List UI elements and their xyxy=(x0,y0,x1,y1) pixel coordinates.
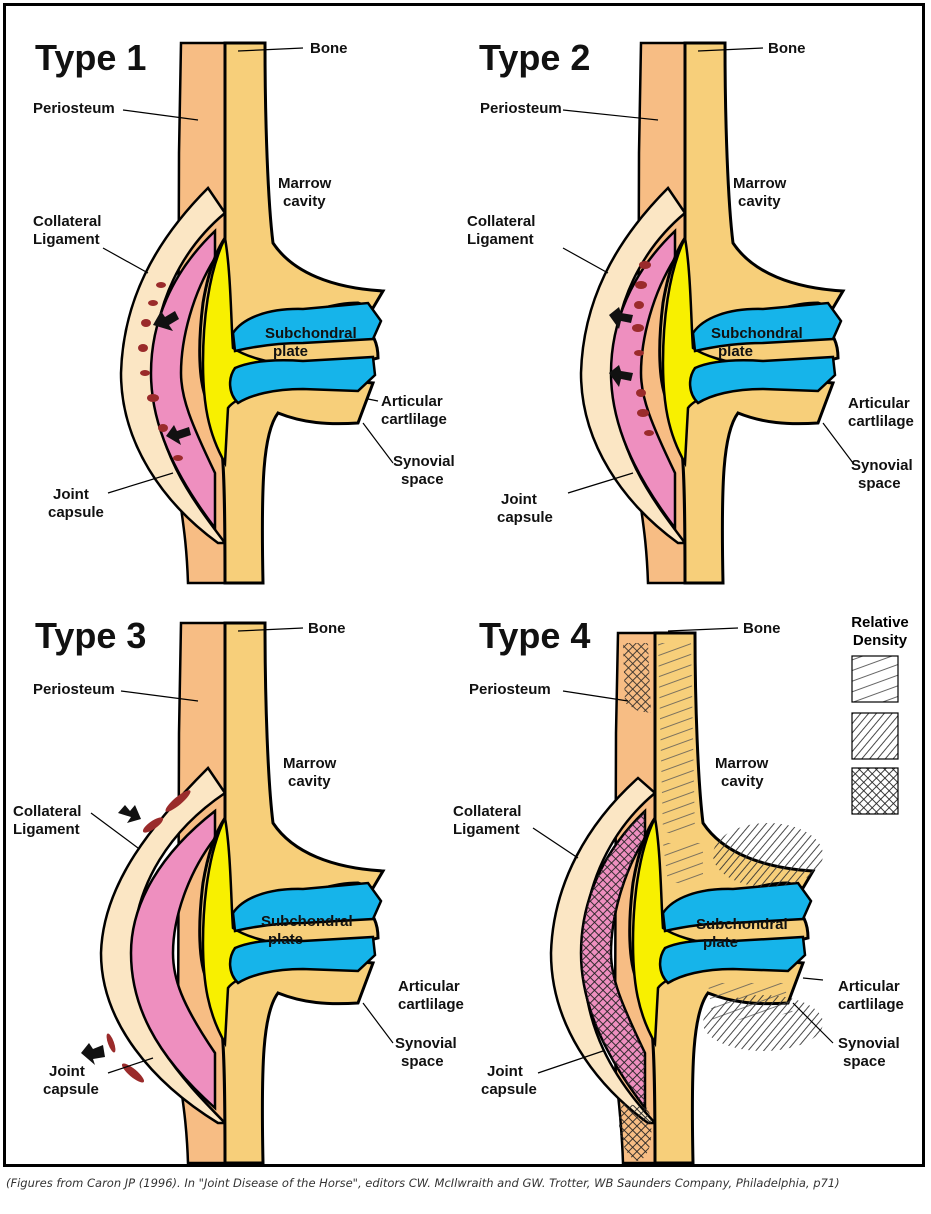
label-marrow-line1: Marrow xyxy=(278,175,331,193)
label-articular-line2: cartlilage xyxy=(848,413,914,431)
label-marrow-line2: cavity xyxy=(738,193,781,211)
label-synovial-line2: space xyxy=(401,1053,444,1071)
label-synovial-line1: Synovial xyxy=(393,453,455,471)
label-subchondral-line1: Subchondral xyxy=(265,325,357,343)
arrow-icon xyxy=(81,1043,105,1065)
legend-title-line1: Relative xyxy=(840,614,920,632)
label-articular-line2: cartlilage xyxy=(838,996,904,1014)
label-subchondral-line2: plate xyxy=(703,934,738,952)
label-periosteum: Periosteum xyxy=(469,681,551,699)
label-collateral-line2: Ligament xyxy=(467,231,534,249)
label-capsule-line2: capsule xyxy=(48,504,104,522)
label-articular-line1: Articular xyxy=(848,395,910,413)
label-capsule-line2: capsule xyxy=(497,509,553,527)
label-periosteum: Periosteum xyxy=(480,100,562,118)
label-bone: Bone xyxy=(768,40,806,58)
panel-title: Type 4 xyxy=(479,615,590,657)
label-marrow-line1: Marrow xyxy=(283,755,336,773)
label-subchondral-line2: plate xyxy=(268,931,303,949)
label-articular-line2: cartlilage xyxy=(381,411,447,429)
label-periosteum: Periosteum xyxy=(33,681,115,699)
legend-title-line2: Density xyxy=(840,632,920,650)
label-collateral-line1: Collateral xyxy=(13,803,81,821)
label-capsule-line2: capsule xyxy=(481,1081,537,1099)
label-capsule-line1: Joint xyxy=(49,1063,85,1081)
density-blob xyxy=(713,823,823,887)
label-synovial-line1: Synovial xyxy=(395,1035,457,1053)
label-synovial-line2: space xyxy=(843,1053,886,1071)
label-subchondral-line1: Subchondral xyxy=(261,913,353,931)
label-subchondral-line2: plate xyxy=(273,343,308,361)
label-collateral-line1: Collateral xyxy=(33,213,101,231)
label-articular-line1: Articular xyxy=(398,978,460,996)
high-density-swatch xyxy=(852,768,898,814)
label-bone: Bone xyxy=(308,620,346,638)
low-density-swatch xyxy=(852,656,898,702)
label-marrow-line2: cavity xyxy=(721,773,764,791)
label-collateral-line1: Collateral xyxy=(467,213,535,231)
panel-title: Type 2 xyxy=(479,37,590,79)
label-marrow-line2: cavity xyxy=(288,773,331,791)
label-synovial-line1: Synovial xyxy=(838,1035,900,1053)
arrow-icon xyxy=(118,805,141,823)
label-bone: Bone xyxy=(743,620,781,638)
label-capsule-line2: capsule xyxy=(43,1081,99,1099)
label-articular-line1: Articular xyxy=(838,978,900,996)
label-articular-line1: Articular xyxy=(381,393,443,411)
label-capsule-line1: Joint xyxy=(53,486,89,504)
density-legend xyxy=(851,655,901,815)
panel-type-1: Type 1 Bone Periosteum Marrow cavity Col… xyxy=(3,3,463,583)
label-marrow-line1: Marrow xyxy=(715,755,768,773)
figure-caption: (Figures from Caron JP (1996). In "Joint… xyxy=(6,1176,926,1190)
label-articular-line2: cartlilage xyxy=(398,996,464,1014)
label-synovial-line2: space xyxy=(858,475,901,493)
label-collateral-line2: Ligament xyxy=(33,231,100,249)
panel-title: Type 3 xyxy=(35,615,146,657)
panel-type-2: Type 2 Bone Periosteum Marrow cavity Col… xyxy=(463,3,923,583)
label-collateral-line2: Ligament xyxy=(453,821,520,839)
panel-title: Type 1 xyxy=(35,37,146,79)
label-subchondral-line1: Subchondral xyxy=(696,916,788,934)
panel-type-3: Type 3 Bone Periosteum Marrow cavity Col… xyxy=(3,583,463,1163)
label-collateral-line1: Collateral xyxy=(453,803,521,821)
label-marrow-line1: Marrow xyxy=(733,175,786,193)
label-subchondral-line1: Subchondral xyxy=(711,325,803,343)
legend-title: Relative Density xyxy=(840,614,920,650)
label-capsule-line1: Joint xyxy=(487,1063,523,1081)
label-bone: Bone xyxy=(310,40,348,58)
label-marrow-line2: cavity xyxy=(283,193,326,211)
density-blob xyxy=(703,995,823,1051)
label-synovial-line1: Synovial xyxy=(851,457,913,475)
label-periosteum: Periosteum xyxy=(33,100,115,118)
label-subchondral-line2: plate xyxy=(718,343,753,361)
label-synovial-line2: space xyxy=(401,471,444,489)
label-collateral-line2: Ligament xyxy=(13,821,80,839)
label-capsule-line1: Joint xyxy=(501,491,537,509)
medium-density-swatch xyxy=(852,713,898,759)
